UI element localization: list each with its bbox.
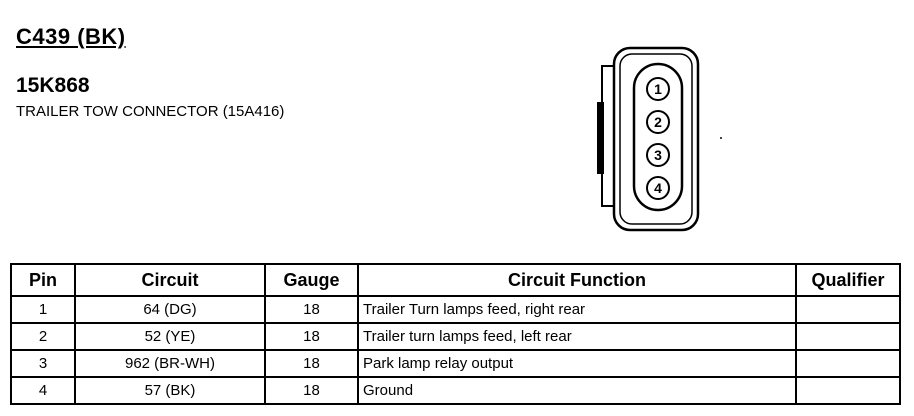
pin-label-2: 2 [654, 114, 662, 130]
cell-gauge: 18 [264, 295, 359, 324]
table-row: 3 962 (BR-WH) 18 Park lamp relay output [10, 349, 901, 378]
cell-qualifier [795, 295, 901, 324]
scan-speck [720, 137, 722, 139]
pin-label-4: 4 [654, 180, 662, 196]
cell-circuit-function: Park lamp relay output [357, 349, 797, 378]
pin-label-3: 3 [654, 147, 662, 163]
pin-cavity-housing [632, 62, 684, 212]
pin-label-1: 1 [654, 81, 662, 97]
cell-gauge: 18 [264, 322, 359, 351]
part-number: 15K868 [16, 74, 90, 97]
pinout-table: Pin Circuit Gauge Circuit Function Quali… [10, 263, 901, 405]
table-row: 4 57 (BK) 18 Ground [10, 376, 901, 405]
cell-circuit-function: Trailer Turn lamps feed, right rear [357, 295, 797, 324]
cell-qualifier [795, 322, 901, 351]
cell-gauge: 18 [264, 376, 359, 405]
cell-qualifier [795, 349, 901, 378]
connector-outer-shell [612, 46, 700, 232]
table-row: 2 52 (YE) 18 Trailer turn lamps feed, le… [10, 322, 901, 351]
cell-qualifier [795, 376, 901, 405]
cell-circuit: 57 (BK) [74, 376, 266, 405]
column-header-circuit: Circuit [74, 263, 266, 297]
connector-diagram: 1 2 3 4 [596, 44, 700, 234]
connector-latch [597, 102, 604, 174]
cell-circuit-function: Trailer turn lamps feed, left rear [357, 322, 797, 351]
cell-pin: 2 [10, 322, 76, 351]
pin-cavity-1: 1 [646, 77, 670, 101]
table-row: 1 64 (DG) 18 Trailer Turn lamps feed, ri… [10, 295, 901, 324]
connector-face-drawing: 1 2 3 4 [597, 46, 700, 232]
connector-id-title: C439 (BK) [16, 24, 126, 49]
cell-circuit: 962 (BR-WH) [74, 349, 266, 378]
cell-pin: 1 [10, 295, 76, 324]
pin-cavity-4: 4 [646, 176, 670, 200]
column-header-qualifier: Qualifier [795, 263, 901, 297]
column-header-pin: Pin [10, 263, 76, 297]
pin-cavity-3: 3 [646, 143, 670, 167]
cell-pin: 3 [10, 349, 76, 378]
cell-circuit: 52 (YE) [74, 322, 266, 351]
cell-circuit-function: Ground [357, 376, 797, 405]
cell-circuit: 64 (DG) [74, 295, 266, 324]
column-header-circuit-function: Circuit Function [357, 263, 797, 297]
pin-cavity-2: 2 [646, 110, 670, 134]
connector-description: TRAILER TOW CONNECTOR (15A416) [16, 103, 285, 120]
table-header-row: Pin Circuit Gauge Circuit Function Quali… [10, 263, 901, 297]
column-header-gauge: Gauge [264, 263, 359, 297]
cell-gauge: 18 [264, 349, 359, 378]
connector-inner-shell [619, 53, 693, 225]
cell-pin: 4 [10, 376, 76, 405]
